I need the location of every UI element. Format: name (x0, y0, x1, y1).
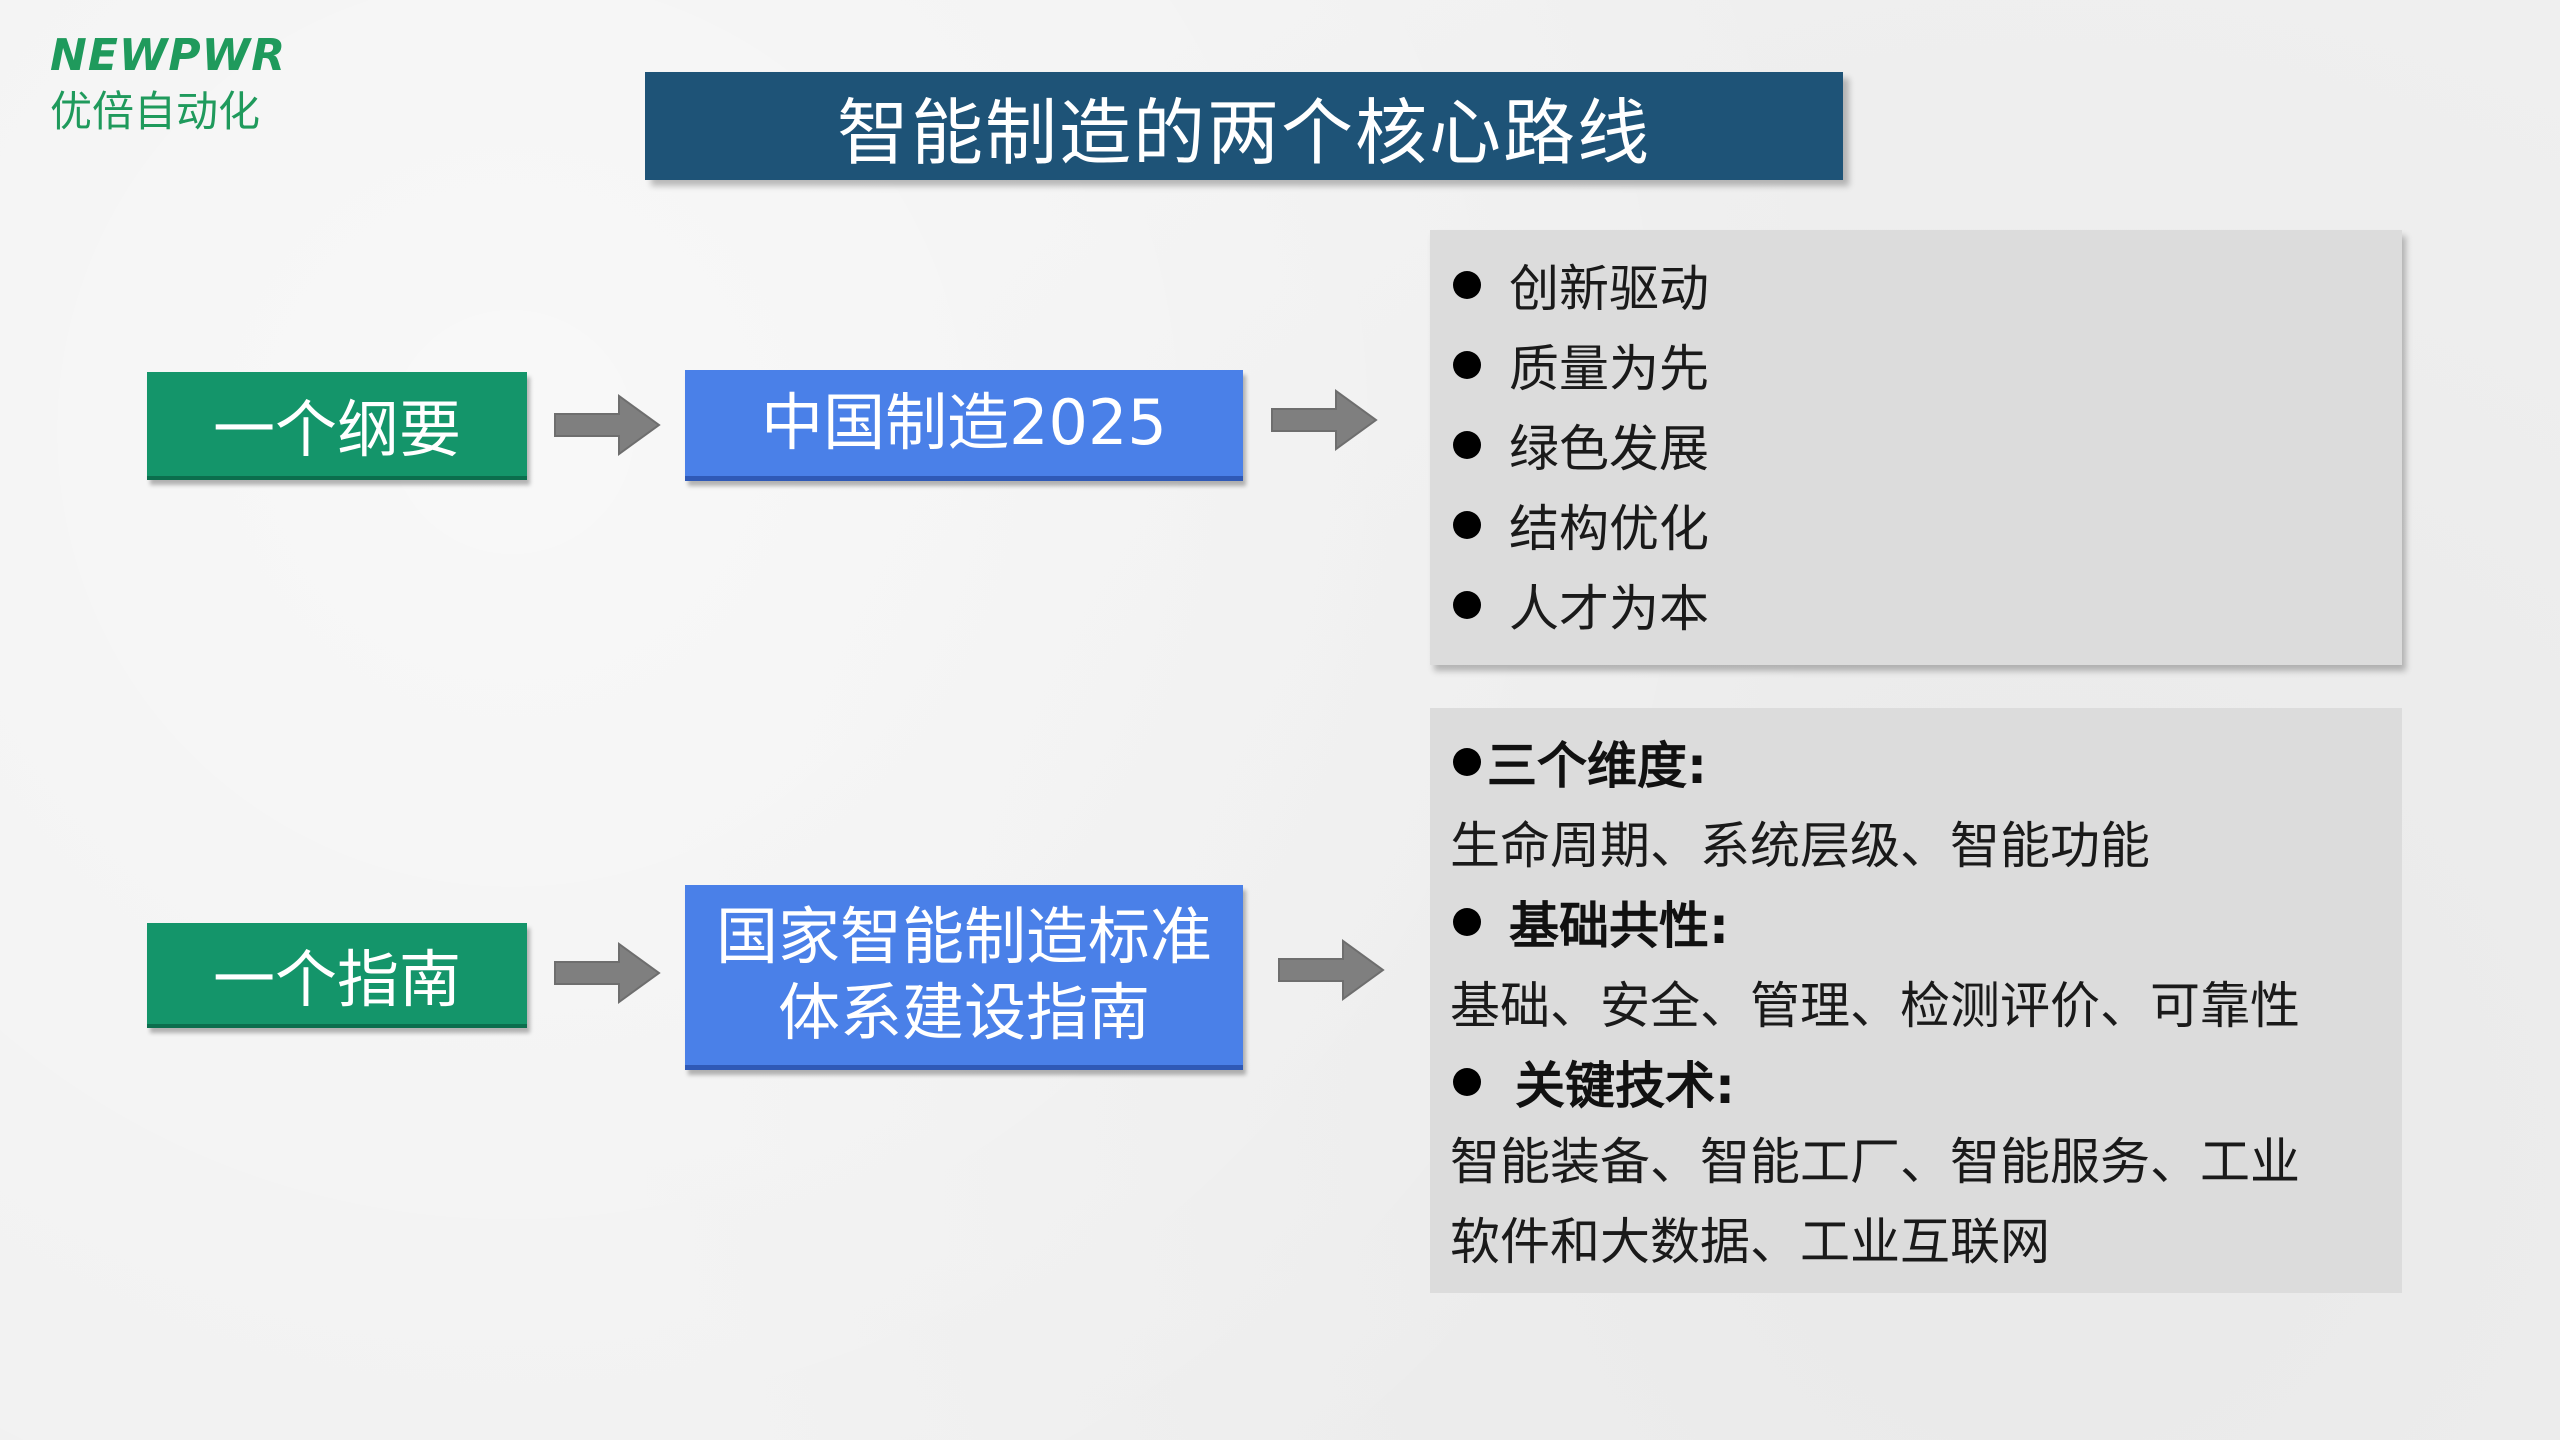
bullet-icon (1453, 748, 1481, 776)
section-heading: 三个维度: (1450, 722, 2390, 802)
logo-brand-text: NEWPWR (50, 30, 287, 81)
guide-box: 一个指南 (147, 923, 527, 1028)
arrow-right-icon (554, 394, 661, 456)
section-body-line: 软件和大数据、工业互联网 (1450, 1213, 2050, 1271)
dimensions-content: 三个维度: 生命周期、系统层级、智能功能 基础共性: 基础、安全、管理、检测评价… (1450, 722, 2390, 1282)
bullet-icon (1453, 271, 1481, 299)
list-item: 人才为本 (1450, 565, 1709, 645)
section-heading-text: 三个维度: (1487, 737, 1707, 795)
section-heading: 关键技术: (1450, 1042, 2390, 1122)
slide-title: 智能制造的两个核心路线 (836, 90, 1651, 175)
list-item: 创新驱动 (1450, 245, 1709, 325)
bullet-icon (1453, 1068, 1481, 1096)
bullet-icon (1453, 431, 1481, 459)
section-heading-text: 关键技术: (1515, 1057, 1735, 1115)
title-banner: 智能制造的两个核心路线 (645, 72, 1843, 180)
arrow-right-icon (554, 942, 661, 1004)
list-item-text: 绿色发展 (1509, 420, 1709, 478)
section-body: 基础、安全、管理、检测评价、可靠性 (1450, 977, 2300, 1035)
section-body-line: 智能装备、智能工厂、智能服务、工业 (1450, 1133, 2300, 1191)
made-in-china-box: 中国制造2025 (685, 370, 1243, 481)
list-item-text: 质量为先 (1509, 340, 1709, 398)
section-heading: 基础共性: (1450, 882, 2390, 962)
company-logo: NEWPWR 优倍自动化 (50, 30, 290, 138)
bullet-icon (1453, 511, 1481, 539)
bullet-icon (1453, 351, 1481, 379)
list-item: 质量为先 (1450, 325, 1709, 405)
principles-list: 创新驱动 质量为先 绿色发展 结构优化 人才为本 (1450, 245, 1709, 645)
list-item-text: 创新驱动 (1509, 260, 1709, 318)
list-item: 绿色发展 (1450, 405, 1709, 485)
dimensions-panel (1430, 708, 2402, 1293)
bullet-icon (1453, 908, 1481, 936)
guide-label: 一个指南 (212, 942, 461, 1016)
section-heading-text: 基础共性: (1509, 897, 1729, 955)
list-item: 结构优化 (1450, 485, 1709, 565)
arrow-right-icon (1271, 389, 1378, 451)
list-item-text: 人才为本 (1509, 580, 1709, 638)
outline-label: 一个纲要 (212, 393, 461, 466)
made-in-china-label: 中国制造2025 (761, 386, 1167, 459)
list-item-text: 结构优化 (1509, 500, 1709, 558)
section-body: 智能装备、智能工厂、智能服务、工业 软件和大数据、工业互联网 (1450, 1122, 2390, 1282)
standard-system-line2: 体系建设指南 (777, 976, 1150, 1049)
standard-system-line1: 国家智能制造标准 (715, 900, 1212, 973)
standard-system-box: 国家智能制造标准 体系建设指南 (685, 885, 1243, 1070)
bullet-icon (1453, 591, 1481, 619)
outline-box: 一个纲要 (147, 372, 527, 480)
arrow-right-icon (1278, 939, 1385, 1001)
logo-subtitle: 优倍自动化 (50, 87, 261, 136)
principles-panel (1430, 230, 2402, 665)
section-body: 生命周期、系统层级、智能功能 (1450, 817, 2150, 875)
